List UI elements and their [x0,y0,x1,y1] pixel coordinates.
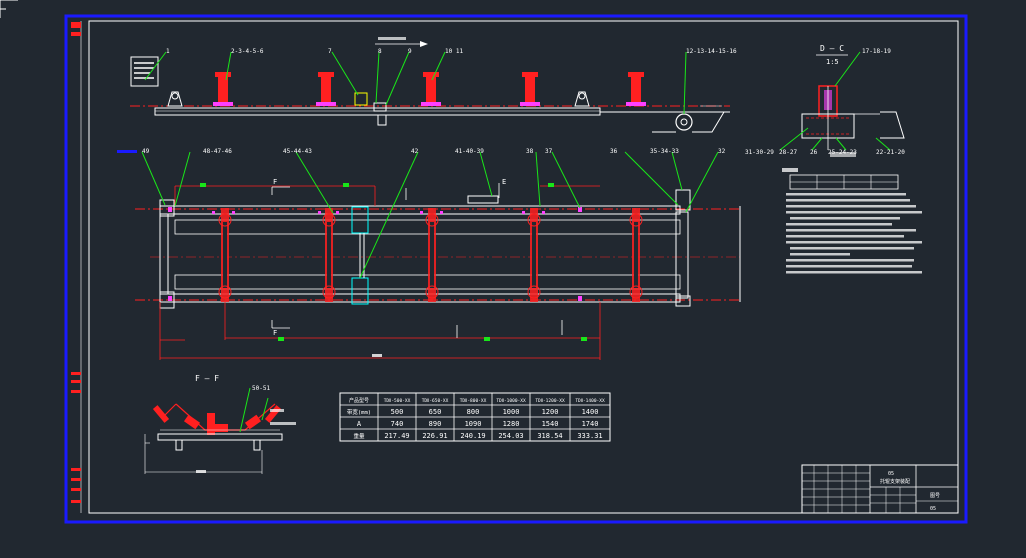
spec-r1-c6: 1740 [582,420,599,428]
callout-2-6: 2-3-4-5-6 [231,48,264,55]
spec-r0-c4: 1000 [503,408,520,416]
elevation-view: 1 2-3-4-5-6 7 8 9 10 11 12-13-14-15-16 [130,37,737,133]
spec-r0-c2: 650 [429,408,442,416]
title-code: 05 [888,471,894,477]
spec-table: 产品型号 TDⅡ-500-XX TDⅡ-650-XX TDⅡ-800-XX TD… [339,392,611,442]
idler-set-3 [421,72,441,106]
title-block: 05 托辊支架装配 图号 05 [801,464,959,514]
callout-17-19: 17-18-19 [862,48,891,55]
spec-r0-c3: 800 [467,408,480,416]
spec-r2-c1: 217.49 [384,432,409,440]
spec-r2-c3: 240.19 [460,432,485,440]
spec-r2-c4: 254.03 [498,432,523,440]
callout-36: 36 [610,148,618,155]
spec-header-1: TDⅡ-500-XX [384,398,411,404]
callout-8: 8 [378,48,382,55]
callout-12-16: 12-13-14-15-16 [686,48,737,55]
spec-r2-c5: 318.54 [537,432,562,440]
callout-38: 38 [526,148,534,155]
spec-r0-c5: 1200 [542,408,559,416]
callout-1: 1 [166,48,170,55]
section-dc: D — C 1:5 17-18-19 31-30-29 28-27 26 25-… [745,44,905,156]
callout-49: 49 [142,148,150,155]
plan-view: F F E 49 48-47-46 45-44-43 42 41-40-39 3… [117,148,741,360]
callout-32: 32 [718,148,726,155]
title-drawing-name: 托辊支架装配 [880,478,910,485]
idler-set-5 [626,72,646,106]
marker-e: E [502,178,506,186]
viewer-corner-mark [0,0,18,18]
callout-48-46: 48-47-46 [203,148,232,155]
spec-header-2: TDⅡ-650-XX [422,398,449,404]
title-sheet-label: 图号 [930,493,940,499]
spec-header-0: 产品型号 [349,397,369,404]
callout-7: 7 [328,48,332,55]
spec-r1-c2: 890 [429,420,442,428]
spec-r1-c1: 740 [391,420,404,428]
marker-f-bottom: F [273,329,277,337]
spec-r2-c0: 重量 [353,432,365,440]
callout-10-11: 10 11 [445,48,463,55]
callout-26: 26 [810,149,818,156]
callout-50-51: 50-51 [252,385,270,392]
legend-note-box [130,56,159,87]
section-ff-title: F — F [195,374,219,383]
spec-r0-c0: 带宽(mm) [347,408,371,416]
callout-41-39: 41-40-39 [455,148,484,155]
idler-set-2 [316,72,336,106]
callout-9: 9 [408,48,412,55]
idler-set-4 [520,72,540,106]
spec-r1-c4: 1280 [503,420,520,428]
callout-42: 42 [411,148,419,155]
callout-35-33: 35-34-33 [650,148,679,155]
callout-37: 37 [545,148,553,155]
callout-22-20: 22-21-20 [876,149,905,156]
section-ff: F — F 50-51 [144,374,296,474]
spec-r1-c0: A [357,420,362,428]
spec-header-3: TDⅡ-800-XX [460,398,487,404]
section-dc-title: D — C [820,44,844,53]
spec-header-6: TDⅡ-1400-XX [575,398,605,404]
idler-set-1 [213,72,233,106]
spec-r2-c6: 333.31 [577,432,602,440]
callout-31-29: 31-30-29 [745,149,774,156]
spec-header-4: TDⅡ-1000-XX [496,398,526,404]
callout-28-27: 28-27 [779,149,797,156]
spec-r1-c5: 1540 [542,420,559,428]
left-margin-strip [71,21,82,513]
marker-f-top: F [273,178,277,186]
spec-r0-c1: 500 [391,408,404,416]
technical-notes [782,152,922,274]
drawing-sheet [64,14,968,524]
title-sheet-code: 05 [930,506,936,512]
spec-r0-c6: 1400 [582,408,599,416]
spec-r2-c2: 226.91 [422,432,447,440]
section-dc-scale: 1:5 [826,58,839,66]
spec-r1-c3: 1090 [465,420,482,428]
spec-header-5: TDⅡ-1200-XX [535,398,565,404]
callout-45-43: 45-44-43 [283,148,312,155]
